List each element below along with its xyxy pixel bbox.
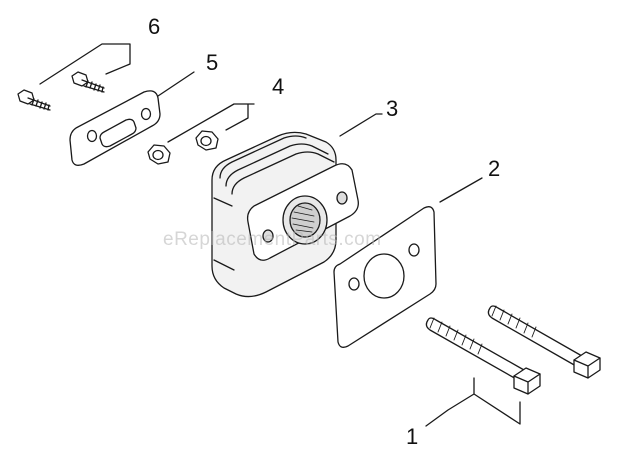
leader-2 (439, 177, 483, 203)
leader-6 (39, 43, 131, 85)
callout-5: 5 (206, 50, 219, 75)
leader-5 (157, 71, 195, 97)
muffler-body (211, 131, 359, 298)
callout-2: 2 (488, 156, 501, 181)
callout-1: 1 (406, 424, 419, 449)
leader-4 (167, 103, 255, 143)
leader-3 (339, 113, 383, 137)
watermark-text: eReplacementParts.com (163, 229, 382, 250)
screw-right (71, 71, 105, 93)
heat-shield-plate (69, 90, 161, 166)
screw-left (17, 89, 51, 111)
callout-3: 3 (386, 96, 399, 121)
bolt-left (425, 317, 541, 395)
bolt-right (487, 305, 601, 379)
gasket (333, 206, 437, 348)
leader-1 (425, 377, 521, 427)
callout-4: 4 (272, 74, 285, 99)
callout-6: 6 (148, 14, 161, 39)
nut-right (195, 130, 219, 151)
nut-left (147, 144, 171, 165)
